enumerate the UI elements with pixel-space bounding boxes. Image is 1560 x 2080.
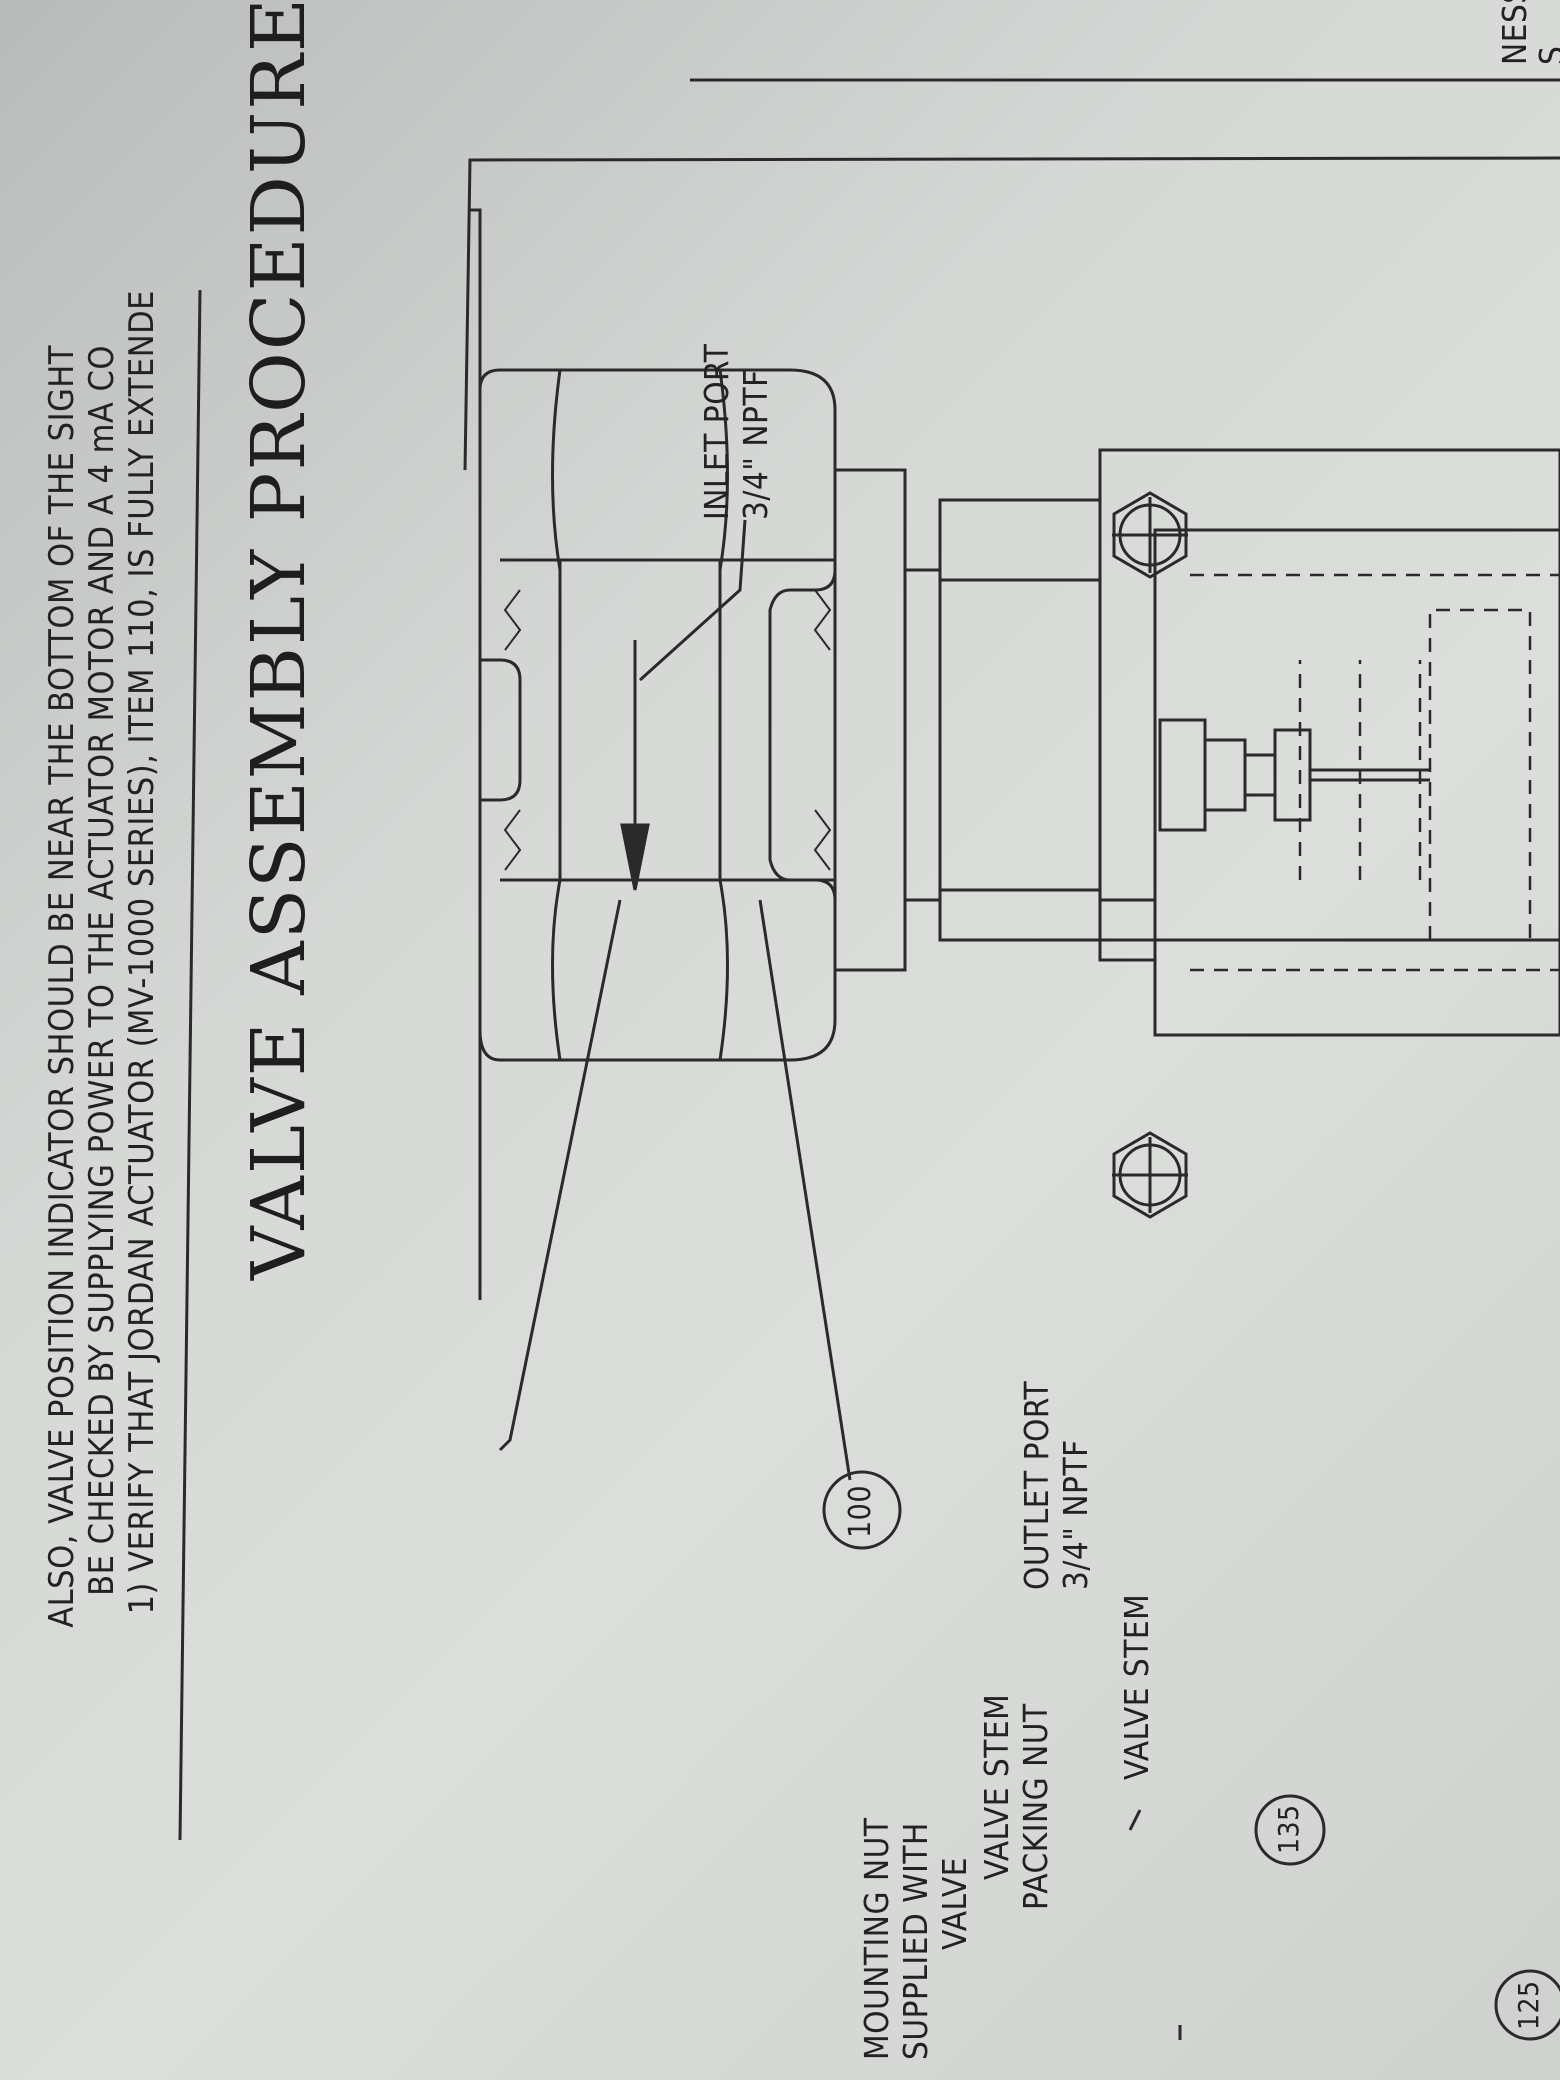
balloon-100-leader [758, 899, 852, 1481]
step1-line2: BE CHECKED BY SUPPLYING POWER TO THE ACT… [82, 345, 122, 1596]
packing-nut [1158, 718, 1207, 832]
outlet-leader [498, 899, 622, 1452]
inlet-label-line1: INLET PORT [697, 343, 736, 520]
bonnet-nut [833, 468, 907, 972]
outlet-port-label: OUTLET PORT 3/4" NPTF [1017, 1380, 1095, 1590]
step1-line3: ALSO, VALVE POSITION INDICATOR SHOULD BE… [42, 345, 82, 1628]
balloon-125-circle [1494, 1969, 1560, 2041]
balloon-135-circle [1254, 1794, 1326, 1866]
mounting-nut-line2: SUPPLIED WITH [896, 1822, 935, 2060]
mounting-nut-label: MOUNTING NUT SUPPLIED WITH VALVE [857, 1817, 974, 2060]
bonnet-body [938, 498, 1102, 942]
step1-line1: 1) VERIFY THAT JORDAN ACTUATOR (MV-1000 … [122, 290, 162, 1615]
packing-nut-label: VALVE STEM PACKING NUT [977, 1693, 1055, 1910]
corner-text-line1: NESS [1495, 0, 1534, 65]
bolt-lower [1112, 1131, 1188, 1219]
packing-nut-line1: VALVE STEM [977, 1693, 1016, 1880]
actuator-housing [1153, 528, 1560, 1037]
valve-stem-label: VALVE STEM [1117, 1593, 1156, 1780]
mounting-plate [1098, 448, 1560, 942]
mounting-nut-line1: MOUNTING NUT [857, 1817, 896, 2060]
packing-nut-line2: PACKING NUT [1016, 1703, 1055, 1910]
bonnet-collar [1098, 898, 1157, 962]
balloon-100-circle [822, 1470, 902, 1550]
inlet-port-label: INLET PORT 3/4" NPTF [697, 343, 775, 520]
mounting-nut-line3: VALVE [935, 1857, 974, 1950]
outlet-label-line2: 3/4" NPTF [1056, 1439, 1095, 1590]
inlet-leader [638, 519, 747, 682]
corner-text-line2: S [1532, 0, 1560, 65]
outlet-label-line1: OUTLET PORT [1017, 1380, 1056, 1590]
valve-body [478, 368, 837, 1062]
procedure-title: VALVE ASSEMBLY PROCEDURE [236, 0, 322, 1280]
corner-text: NESS S [1495, 0, 1560, 65]
balloon-135-number: 135 [1272, 1804, 1305, 1854]
bolt-upper [1112, 491, 1188, 579]
balloon-125-number: 125 [1512, 1980, 1545, 2030]
frame-border [463, 156, 1560, 471]
inlet-label-line2: 3/4" NPTF [736, 369, 775, 520]
balloon-100-number: 100 [843, 1484, 878, 1538]
